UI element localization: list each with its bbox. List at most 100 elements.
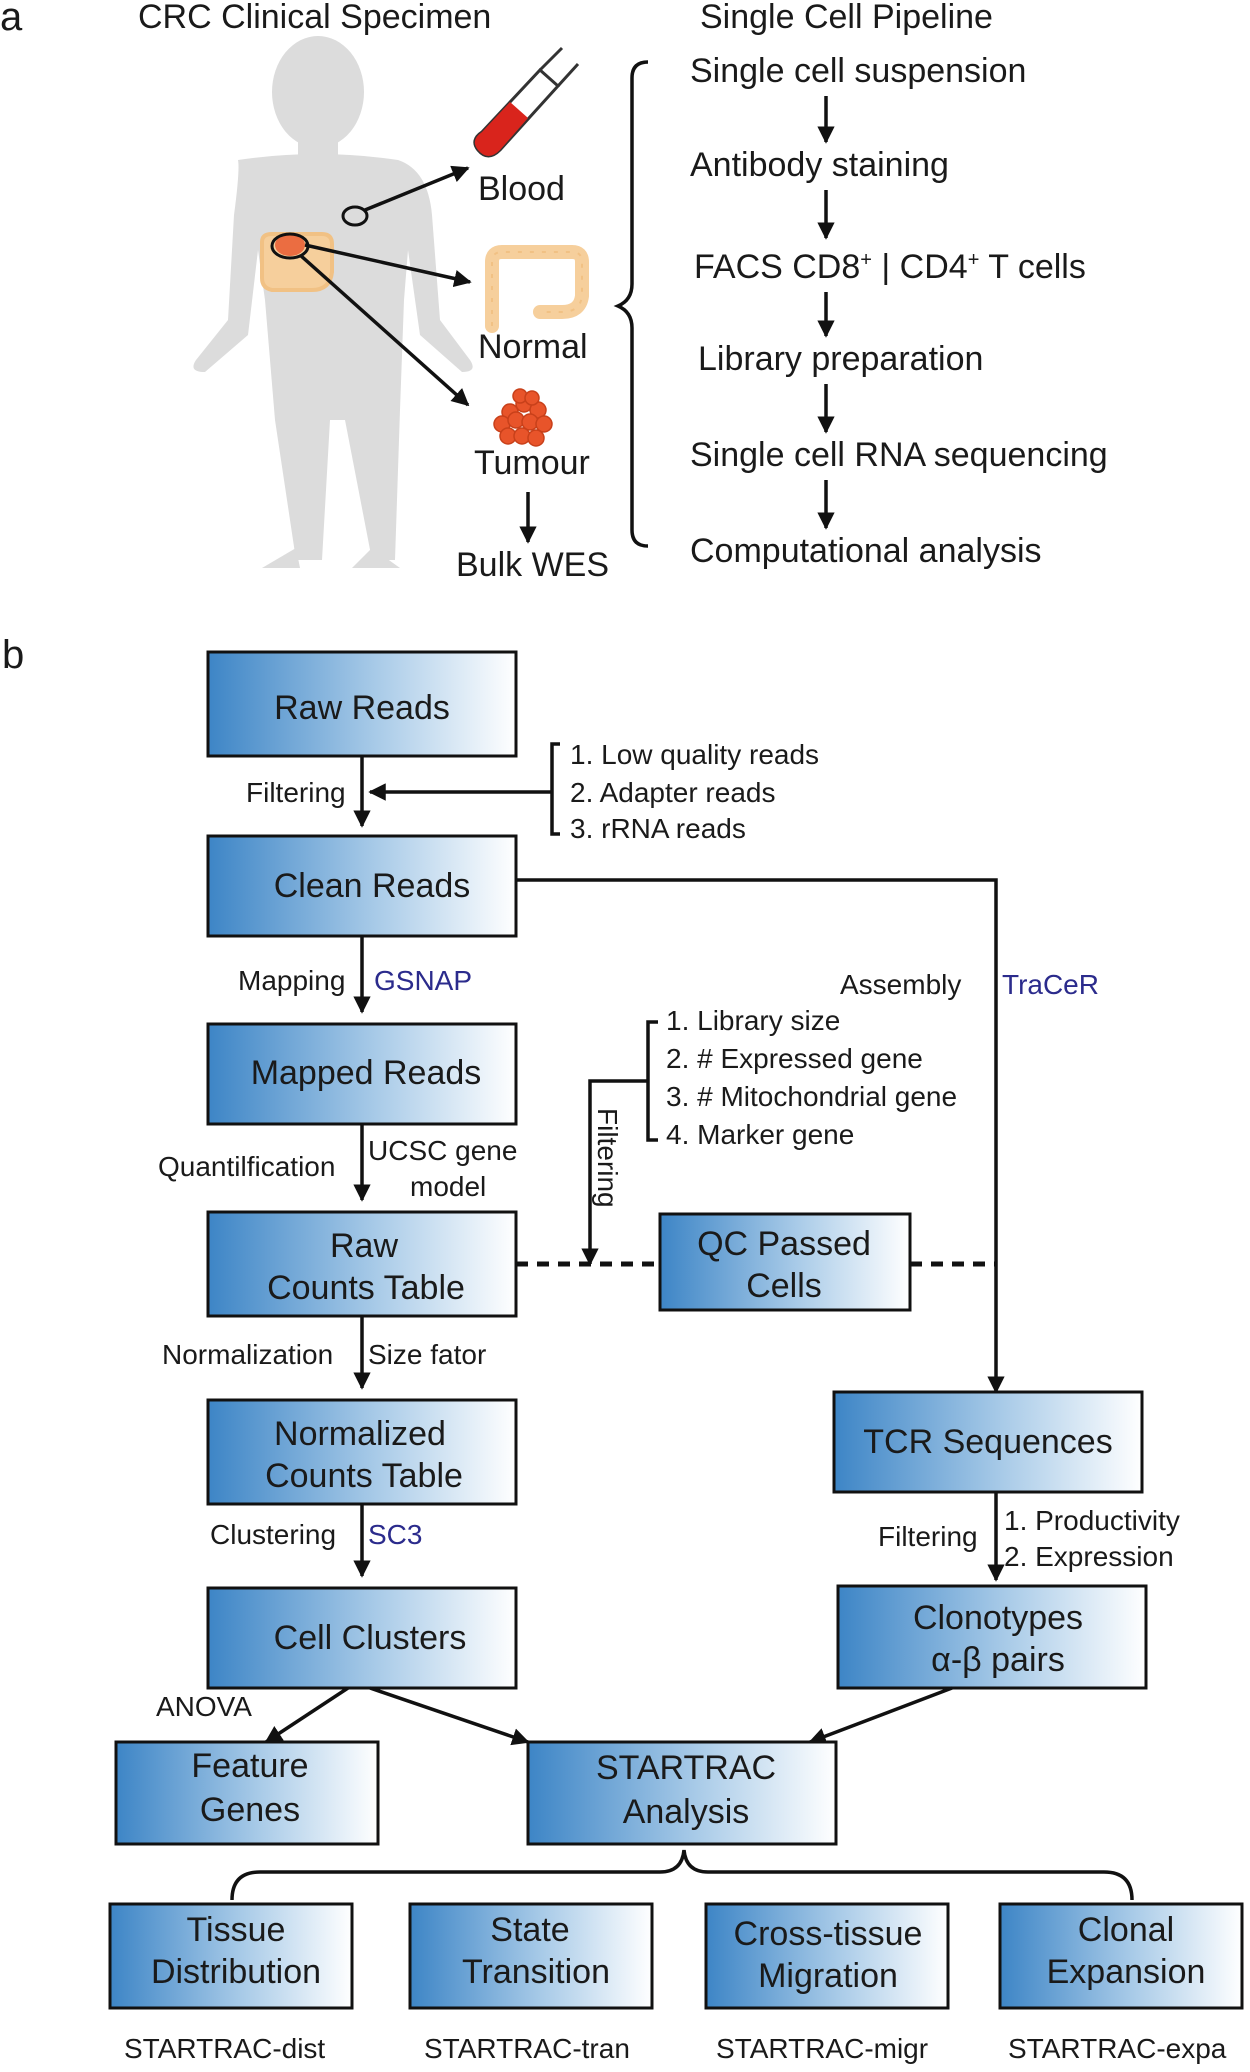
method-migr: STARTRAC-migr [716, 2033, 928, 2064]
clonotypes-label-2: α-β pairs [931, 1641, 1065, 1679]
arrow-clean-to-tcr [516, 878, 1005, 1394]
state-label-1: State [490, 1911, 569, 1949]
clonal-label-2: Expansion [1047, 1953, 1206, 1991]
method-expa: STARTRAC-expa [1008, 2033, 1227, 2064]
step-sequencing: Single cell RNA sequencing [690, 436, 1108, 474]
filtering-label: Filtering [246, 777, 346, 808]
arrow-clono-to-startrac [808, 1686, 953, 1745]
tcr-item: 2. Expression [1004, 1541, 1174, 1572]
cell-clusters-box [206, 1586, 518, 1690]
tracer-label: TraCeR [1002, 969, 1099, 1000]
tcr-sequences-box [832, 1390, 1144, 1494]
state-label-2: Transition [462, 1953, 610, 1991]
filter-bracket [550, 742, 560, 836]
sample-blood: Blood [478, 170, 565, 208]
panel-a-letter: a [0, 0, 23, 39]
filter-item: 1. Low quality reads [570, 739, 819, 770]
qc-item: 2. # Expressed gene [666, 1043, 923, 1074]
step-suspension: Single cell suspension [690, 52, 1026, 90]
step-facs: FACS CD8+ | CD4+ T cells [694, 248, 1086, 286]
step-analysis: Computational analysis [690, 532, 1042, 570]
anova-label: ANOVA [156, 1691, 252, 1722]
state-transition-box [408, 1902, 654, 2010]
clean-reads-box [206, 834, 518, 938]
filter-item: 3. rRNA reads [570, 813, 746, 844]
arrow-to-tumour [298, 253, 470, 407]
human-silhouette [193, 36, 473, 568]
pipeline-title: Single Cell Pipeline [700, 0, 993, 36]
clonal-label-1: Clonal [1078, 1911, 1174, 1949]
arrow-qc-filter [581, 1079, 648, 1266]
arrow-clusters-to-feature [264, 1686, 349, 1744]
ucsc-label-1: UCSC gene [368, 1135, 517, 1166]
assembly-label: Assembly [840, 969, 961, 1000]
panel-b-letter: b [2, 633, 24, 677]
normalized-label-1: Normalized [274, 1415, 446, 1453]
facs-sep: | CD4 [872, 248, 968, 286]
blood-tube-icon [473, 46, 580, 158]
feature-genes-label-1: Feature [191, 1747, 308, 1785]
sample-tumour: Tumour [474, 444, 590, 482]
qc-passed-label-2: Cells [746, 1267, 822, 1305]
normalized-box [206, 1398, 518, 1506]
raw-counts-label-1: Raw [330, 1227, 398, 1265]
cd4-sup: + [968, 249, 980, 271]
tissue-distribution-box [108, 1902, 354, 2010]
arrow-to-normal [304, 243, 472, 288]
qc-item: 4. Marker gene [666, 1119, 854, 1150]
clonal-expansion-box [998, 1902, 1244, 2010]
ucsc-label-2: model [410, 1171, 486, 1202]
gsnap-label: GSNAP [374, 965, 472, 996]
feature-genes-label-2: Genes [200, 1791, 300, 1829]
mapping-label: Mapping [238, 965, 345, 996]
qc-item: 1. Library size [666, 1005, 840, 1036]
startrac-label-2: Analysis [623, 1793, 750, 1831]
filtering-vertical-label: Filtering [592, 1108, 623, 1208]
raw-reads-label: Raw Reads [274, 689, 450, 727]
pipeline-brace [613, 60, 649, 548]
startrac-analysis-box [526, 1740, 838, 1846]
mapped-reads-label: Mapped Reads [251, 1054, 482, 1092]
qc-passed-box [658, 1212, 912, 1312]
tcr-sequences-label: TCR Sequences [863, 1423, 1112, 1461]
sample-normal: Normal [478, 328, 588, 366]
sample-bulk-wes: Bulk WES [456, 546, 609, 584]
method-tran: STARTRAC-tran [424, 2033, 630, 2064]
mapped-reads-box [206, 1022, 518, 1126]
cell-clusters-label: Cell Clusters [274, 1619, 467, 1657]
feature-genes-box [114, 1740, 380, 1846]
normalization-label: Normalization [162, 1339, 333, 1370]
cross-tissue-box [704, 1902, 950, 2010]
cross-label-2: Migration [758, 1957, 898, 1995]
quantification-label: Quantilfication [158, 1151, 335, 1182]
normal-colon-icon [485, 245, 589, 333]
blood-marker-circle [341, 205, 369, 227]
clean-reads-label: Clean Reads [274, 867, 471, 905]
startrac-brace [230, 1849, 1134, 1901]
cross-label-1: Cross-tissue [734, 1915, 923, 1953]
step-library: Library preparation [698, 340, 983, 378]
filtering-tcr-label: Filtering [878, 1521, 978, 1552]
qc-item: 3. # Mitochondrial gene [666, 1081, 957, 1112]
step-staining: Antibody staining [690, 146, 949, 184]
facs-tail: T cells [979, 248, 1085, 286]
startrac-label-1: STARTRAC [596, 1749, 776, 1787]
filter-item: 2. Adapter reads [570, 777, 775, 808]
tumour-cluster-icon [493, 388, 553, 447]
arrow-to-blood [364, 165, 470, 212]
sc3-label: SC3 [368, 1519, 422, 1550]
size-factor-label: Size fator [368, 1339, 486, 1370]
normalized-label-2: Counts Table [265, 1457, 463, 1495]
cd8-sup: + [860, 249, 872, 271]
specimen-title: CRC Clinical Specimen [138, 0, 491, 36]
qc-passed-label-1: QC Passed [697, 1225, 871, 1263]
tcr-item: 1. Productivity [1004, 1505, 1180, 1536]
clustering-label: Clustering [210, 1519, 336, 1550]
tissue-label-1: Tissue [187, 1911, 286, 1949]
clonotypes-label-1: Clonotypes [913, 1599, 1083, 1637]
facs-label: FACS CD8 [694, 248, 860, 286]
tissue-label-2: Distribution [151, 1953, 321, 1991]
clonotypes-box [836, 1584, 1148, 1690]
method-dist: STARTRAC-dist [124, 2033, 325, 2064]
